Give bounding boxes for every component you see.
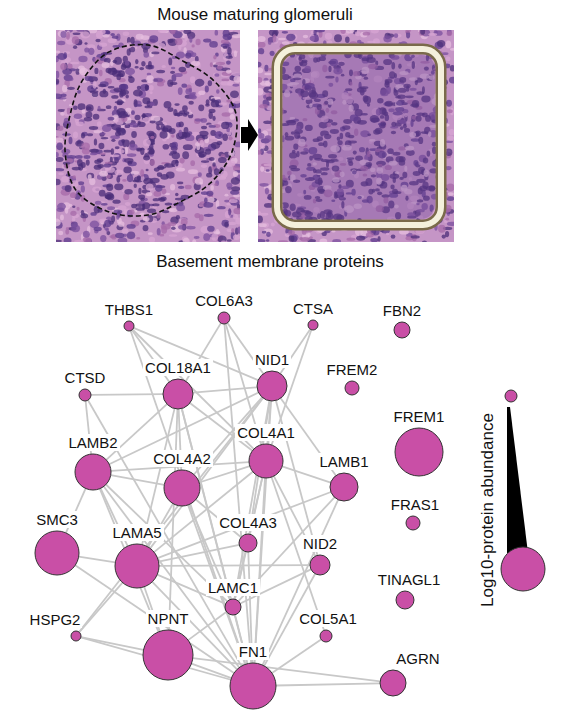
interaction-edge	[188, 612, 226, 640]
transition-arrow	[241, 119, 258, 151]
protein-label: CTSD	[63, 369, 108, 386]
abundance-circle	[238, 533, 258, 553]
protein-label: THBS1	[103, 301, 155, 318]
protein-node: COL5A1	[297, 610, 359, 643]
protein-label: FN1	[237, 643, 269, 660]
protein-label: NPNT	[146, 610, 191, 627]
protein-node: SMC3	[34, 511, 80, 576]
protein-label: HSPG2	[28, 611, 83, 628]
protein-node: THBS1	[103, 301, 155, 332]
abundance-circle	[379, 669, 407, 697]
abundance-circle	[344, 380, 360, 396]
protein-node: LAMC1	[206, 579, 260, 616]
protein-label: AGRN	[394, 650, 441, 667]
abundance-circle	[319, 629, 333, 643]
protein-node: COL18A1	[143, 359, 213, 410]
legend-label: Log10-protein abundance	[478, 411, 498, 609]
abundance-circle	[114, 543, 160, 589]
protein-node: LAMA5	[110, 524, 163, 589]
abundance-circle	[142, 629, 194, 681]
protein-node: FREM2	[325, 361, 380, 396]
protein-label: CTSA	[291, 300, 335, 317]
protein-label: LAMC1	[206, 579, 260, 596]
protein-node: FN1	[229, 643, 277, 710]
interaction-edge	[193, 387, 257, 392]
protein-node: COL4A1	[235, 424, 297, 479]
protein-node: COL6A3	[193, 292, 255, 325]
figure-title: Mouse maturing glomeruli	[155, 5, 355, 25]
protein-node: NPNT	[142, 610, 194, 681]
protein-label: COL18A1	[143, 359, 213, 376]
micrograph-panel	[258, 30, 454, 242]
protein-node: TINAGL1	[376, 571, 443, 610]
size-legend	[501, 390, 545, 591]
micrograph-panel	[56, 30, 240, 242]
abundance-circle	[163, 469, 201, 507]
protein-node: NID1	[253, 351, 291, 402]
abundance-circle	[307, 319, 319, 331]
interaction-edge	[272, 639, 321, 673]
protein-node: FBN2	[381, 302, 423, 339]
interaction-edge	[169, 409, 177, 630]
protein-node: NID2	[301, 535, 339, 576]
protein-label: NID1	[253, 351, 291, 368]
interaction-edge	[81, 637, 144, 650]
interaction-edge	[191, 664, 231, 679]
protein-node: LAMB2	[66, 434, 119, 491]
interaction-edge	[193, 658, 380, 681]
abundance-circle	[34, 530, 80, 576]
abundance-circle	[70, 630, 82, 642]
protein-label: LAMA5	[110, 524, 163, 541]
abundance-circle	[217, 311, 231, 325]
abundance-circle	[394, 427, 444, 477]
section-heading: Basement membrane proteins	[154, 252, 386, 272]
protein-node: COL4A2	[151, 450, 213, 507]
abundance-circle	[405, 515, 421, 531]
abundance-circle	[309, 554, 331, 576]
protein-label: COL4A1	[235, 424, 297, 441]
protein-label: FRAS1	[389, 496, 441, 513]
abundance-circle	[78, 388, 92, 402]
abundance-circle	[248, 443, 284, 479]
abundance-circle	[162, 378, 194, 410]
protein-label: FREM1	[392, 408, 447, 425]
protein-label: NID2	[301, 535, 339, 552]
protein-node: COL4A3	[217, 514, 279, 553]
protein-label: COL4A3	[217, 514, 279, 531]
protein-label: FBN2	[381, 302, 423, 319]
abundance-circle	[393, 321, 411, 339]
protein-node: LAMB1	[317, 453, 370, 502]
abundance-circle	[329, 472, 359, 502]
interaction-edge	[271, 477, 324, 630]
protein-label: LAMB2	[66, 434, 119, 451]
interaction-edge	[111, 475, 165, 485]
abundance-circle	[224, 598, 242, 616]
protein-label: SMC3	[34, 511, 80, 528]
protein-label: COL4A2	[151, 450, 213, 467]
protein-node: AGRN	[379, 650, 442, 697]
abundance-circle	[123, 320, 135, 332]
protein-label: TINAGL1	[376, 571, 443, 588]
interaction-edge	[91, 393, 163, 396]
protein-label: FREM2	[325, 361, 380, 378]
protein-node: CTSD	[63, 369, 108, 402]
abundance-circle	[395, 590, 415, 610]
abundance-circle	[74, 453, 112, 491]
protein-node: CTSA	[291, 300, 335, 331]
protein-label: COL5A1	[297, 610, 359, 627]
protein-node: FRAS1	[389, 496, 441, 531]
protein-node: HSPG2	[28, 611, 83, 642]
interaction-edge	[254, 478, 265, 663]
abundance-circle	[229, 662, 277, 710]
interaction-edge	[224, 324, 251, 663]
interaction-edge	[276, 683, 380, 685]
abundance-circle	[256, 370, 288, 402]
interaction-edge	[159, 545, 240, 562]
interaction-edge	[79, 557, 116, 563]
interaction-edge	[159, 564, 310, 567]
protein-label: LAMB1	[317, 453, 370, 470]
protein-label: COL6A3	[193, 292, 255, 309]
interaction-edge	[79, 583, 122, 633]
protein-node: FREM1	[392, 408, 447, 477]
